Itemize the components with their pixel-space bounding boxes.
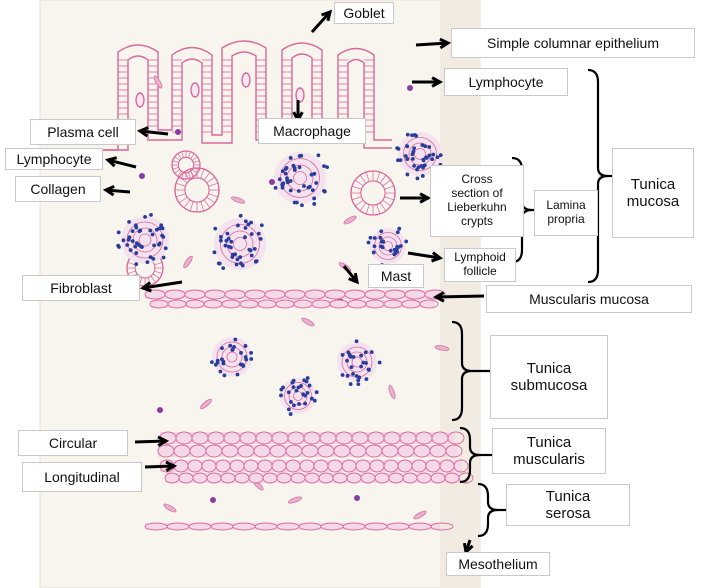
fibroblast-cell [301, 317, 315, 327]
goblet-cell [295, 87, 305, 103]
fibroblast-cell [200, 398, 212, 410]
lymphoid-follicle [116, 212, 169, 267]
circular-muscle-layer-2 [157, 444, 463, 458]
goblet-cell [241, 72, 251, 88]
label-lymphoid-follicle: Lymphoid follicle [444, 248, 516, 282]
pointer-arrows [102, 9, 612, 555]
serosa-mesothelium-layer [144, 522, 454, 531]
fibroblast-cell [388, 385, 396, 399]
muscle-layers [144, 289, 474, 531]
fibroblast-cell [434, 345, 450, 351]
fibroblast-cell [163, 503, 177, 513]
arrow-lymphocyte-top [412, 76, 444, 88]
lymphocyte-cell [210, 497, 216, 503]
crypt-cross-section [350, 170, 396, 216]
label-fibroblast: Fibroblast [22, 275, 140, 301]
muscularis-mucosa-layer-1 [144, 289, 446, 300]
longitudinal-muscle-layer-1 [159, 459, 469, 473]
lymphoid-follicle [337, 339, 382, 386]
lymphocyte-cell [175, 129, 181, 135]
label-mast: Mast [368, 264, 424, 288]
fibroblast-cell [183, 255, 193, 269]
label-longitudinal: Longitudinal [22, 462, 142, 492]
label-tunica-submucosa: Tunica submucosa [490, 335, 608, 419]
label-goblet: Goblet [334, 2, 394, 24]
crypt-cross-section [171, 150, 201, 180]
circular-muscle-layer-1 [159, 431, 465, 445]
label-tunica-mucosa: Tunica mucosa [612, 148, 694, 238]
lymphoid-follicle [212, 213, 266, 271]
longitudinal-muscle-layer-2 [164, 472, 474, 484]
arrow-fibroblast [139, 280, 183, 293]
arrow-goblet [310, 9, 333, 34]
lymphoid-follicle [279, 376, 319, 416]
label-cross-section-crypts: Cross section of Lieberkuhn crypts [430, 165, 524, 237]
lymphocyte-cell [139, 173, 145, 179]
lymphoid-follicle [210, 337, 254, 378]
lymphoid-follicle [273, 152, 330, 208]
label-circular: Circular [18, 430, 128, 456]
arrow-lymphoid-follicle [407, 251, 444, 263]
arrow-plasma-cell [136, 126, 169, 138]
goblet-cell [135, 92, 145, 108]
arrow-mast [342, 265, 359, 285]
label-muscularis-mucosa: Muscularis mucosa [486, 285, 692, 313]
label-lymphocyte-top: Lymphocyte [444, 68, 568, 96]
arrow-cross-section [400, 192, 432, 204]
bracket-tails [472, 174, 612, 512]
label-mesothelium: Mesothelium [446, 552, 550, 576]
lymphocyte-cell [407, 85, 413, 91]
label-lymphocyte-left: Lymphocyte [5, 148, 103, 170]
label-simple-columnar-epithelium: Simple columnar epithelium [451, 28, 695, 58]
arrow-lymphocyte-left [104, 156, 137, 169]
fibroblast-cell [343, 215, 357, 225]
arrow-collagen [102, 184, 131, 197]
villus-outer-outline [95, 40, 392, 151]
fibroblast-cell [288, 496, 302, 504]
label-tunica-serosa: Tunica serosa [506, 484, 630, 526]
fibroblast-cell [231, 196, 245, 204]
fibroblast-cell [153, 75, 163, 89]
lymphocyte-cell [157, 407, 163, 413]
goblet-cell [190, 82, 200, 98]
fibroblast-cell [413, 510, 427, 520]
label-collagen: Collagen [15, 176, 101, 202]
muscularis-mucosa-layer-2 [149, 299, 439, 309]
arrow-muscularis-mucosa [432, 291, 485, 303]
label-tunica-muscularis: Tunica muscularis [492, 428, 606, 474]
arrow-longitudinal [144, 460, 178, 472]
arrow-circular [134, 435, 170, 447]
paper-sheet-fold [440, 0, 480, 588]
label-lamina-propria: Lamina propria [534, 190, 598, 236]
lymphocyte-cell [354, 495, 360, 501]
label-plasma-cell: Plasma cell [30, 119, 136, 145]
arrow-simple-columnar-epithelium [415, 37, 452, 50]
villus-inner-outline [104, 51, 392, 151]
label-macrophage: Macrophage [258, 118, 366, 144]
lymphocyte-cell [269, 179, 275, 185]
